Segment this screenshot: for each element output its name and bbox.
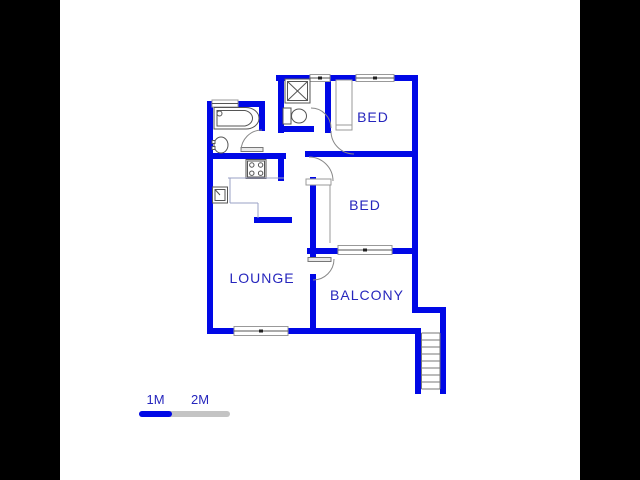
room-label-balcony: BALCONY xyxy=(330,287,404,303)
basin xyxy=(211,136,229,154)
stove xyxy=(245,159,267,179)
bathroom-door xyxy=(240,129,264,152)
bed1-window xyxy=(355,74,395,82)
bathtub xyxy=(213,107,260,130)
kitchen-counter xyxy=(228,177,284,218)
bathroom-window xyxy=(211,99,239,108)
bed2-door xyxy=(308,156,334,182)
room-label-bed-2: BED xyxy=(349,197,381,213)
staircase xyxy=(421,332,441,390)
left-black-bar xyxy=(0,0,60,480)
scale-label-1m: 1M xyxy=(146,392,165,407)
balcony-door xyxy=(307,257,335,281)
right-black-bar xyxy=(580,0,640,480)
bed2-window xyxy=(337,245,393,255)
lounge-window xyxy=(233,326,289,336)
cupboards xyxy=(305,79,353,243)
shower xyxy=(284,78,311,104)
wc-door xyxy=(310,107,332,129)
toilet xyxy=(282,107,307,125)
wc-window xyxy=(309,74,331,82)
windows xyxy=(211,74,395,336)
bed1-door xyxy=(330,130,355,155)
scale-label-2m: 2M xyxy=(190,392,210,407)
scale-bar xyxy=(139,411,230,417)
kitchen-sink xyxy=(212,186,228,204)
fixtures xyxy=(211,78,311,204)
bed1-cupboard xyxy=(335,79,353,131)
doors xyxy=(240,107,355,281)
bed2-cupboard xyxy=(305,178,332,243)
room-label-bed-1: BED xyxy=(357,109,389,125)
room-label-lounge: LOUNGE xyxy=(229,270,295,286)
